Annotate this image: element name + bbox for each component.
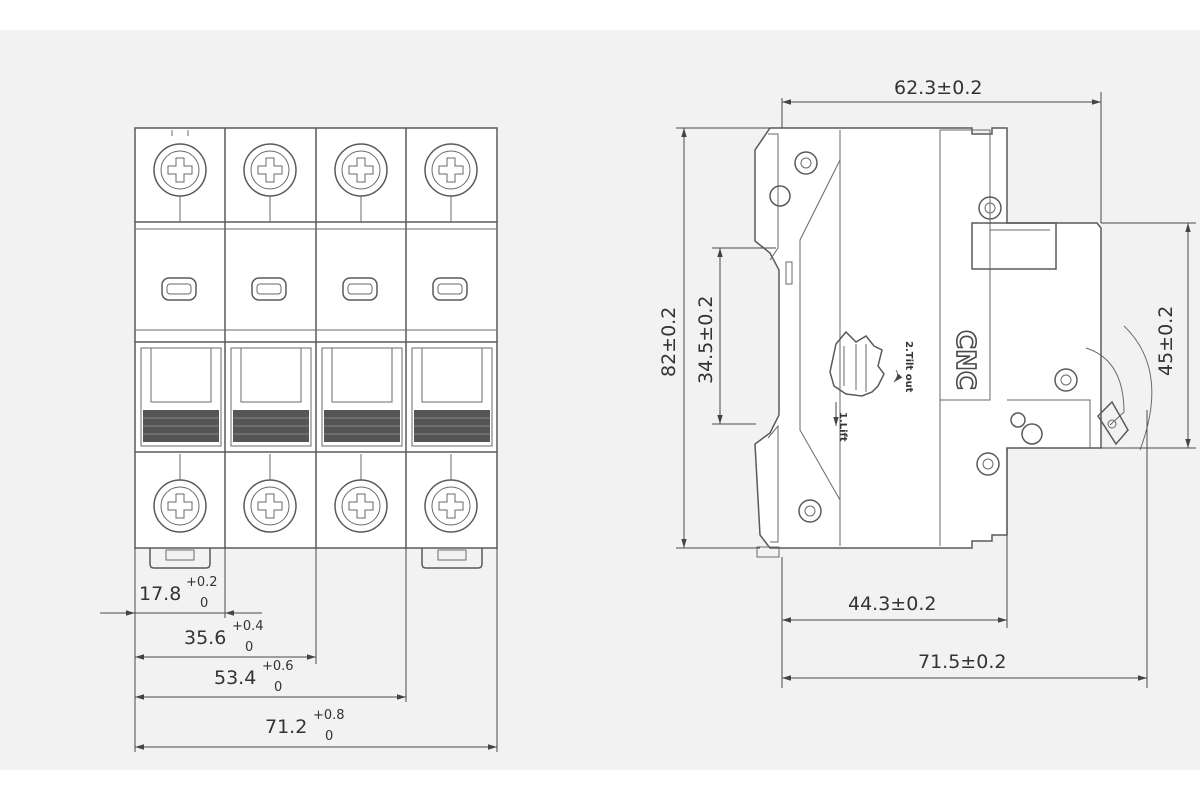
side-window (971, 222, 1057, 270)
front-view: 17.8 +0.2 0 35.6 +0.4 0 53.4 +0.6 0 71.2… (100, 127, 498, 752)
screw-icon (334, 143, 388, 222)
front-dimension-35-6: 35.6 +0.4 0 (184, 619, 264, 655)
screw-icon (243, 143, 297, 222)
removal-instruction-icon (829, 330, 903, 426)
front-extension-lines (134, 548, 498, 752)
instruction-step2: 2.Tilt out (903, 341, 914, 393)
dimension-total-height: 82±0.2 (658, 307, 680, 377)
dimension-rail-height: 34.5±0.2 (695, 296, 717, 384)
dimension-value: 71.2 (265, 716, 307, 738)
screw-icon (424, 143, 478, 222)
screw-icon (424, 454, 478, 533)
tolerance-lower: 0 (245, 640, 253, 655)
indicator-windows (161, 277, 468, 301)
dimension-value: 17.8 (139, 583, 181, 605)
screw-icon (243, 454, 297, 533)
screw-icon (334, 454, 388, 533)
screw-icon (153, 454, 207, 533)
top-terminal-screws (153, 130, 478, 222)
dimension-value: 35.6 (184, 627, 226, 649)
screw-icon (153, 130, 207, 222)
dimension-overall-depth: 71.5±0.2 (918, 651, 1006, 673)
tolerance-lower: 0 (200, 596, 208, 611)
side-view-outline (754, 127, 1102, 549)
dimension-top-width: 62.3±0.2 (894, 77, 982, 99)
rail-clips (149, 548, 483, 569)
tolerance-upper: +0.4 (232, 619, 264, 634)
brand-logo: CNC (950, 330, 980, 390)
front-dimension-71-2: 71.2 +0.8 0 (265, 708, 345, 744)
side-view: CNC 2.Tilt out 1.Lift (658, 77, 1196, 688)
dimension-front-height: 45±0.2 (1155, 306, 1177, 376)
toggle-lever (1085, 325, 1153, 451)
technical-drawing: 17.8 +0.2 0 35.6 +0.4 0 53.4 +0.6 0 71.2… (100, 77, 1196, 752)
tolerance-lower: 0 (274, 680, 282, 695)
tolerance-upper: +0.8 (313, 708, 345, 723)
toggle-handles (140, 347, 493, 447)
side-dimension-lines (681, 99, 1191, 681)
bottom-terminal-screws (153, 454, 478, 533)
tolerance-lower: 0 (325, 729, 333, 744)
tolerance-upper: +0.6 (262, 659, 294, 674)
front-dimension-lines (100, 610, 497, 750)
dimension-value: 53.4 (214, 667, 256, 689)
tolerance-upper: +0.2 (186, 575, 218, 590)
rivets (769, 151, 1078, 523)
instruction-step1: 1.Lift (837, 412, 848, 442)
front-dimension-53-4: 53.4 +0.6 0 (214, 659, 294, 695)
front-dimension-17-8: 17.8 +0.2 0 (139, 575, 218, 611)
drawing-sheet: 17.8 +0.2 0 35.6 +0.4 0 53.4 +0.6 0 71.2… (0, 30, 1200, 770)
dimension-depth-to-front: 44.3±0.2 (848, 593, 936, 615)
